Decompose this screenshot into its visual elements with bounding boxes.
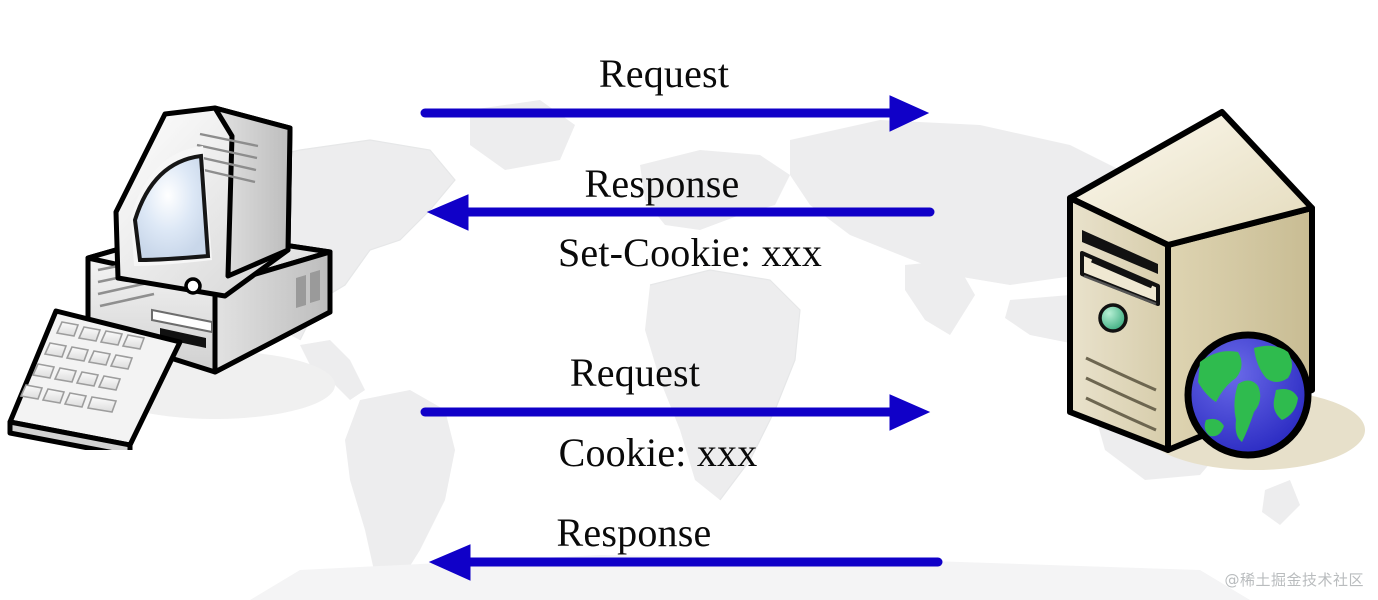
power-indicator-icon	[184, 277, 202, 295]
floppy-slot	[160, 328, 206, 348]
label-request-1: Request	[598, 51, 730, 96]
optical-drive-slot	[1082, 230, 1158, 274]
request-arrow-1	[420, 95, 930, 132]
server-power-led-icon	[1098, 303, 1128, 333]
client-computer	[7, 105, 335, 450]
globe-icon	[1184, 331, 1312, 459]
label-response-1: Response	[584, 161, 740, 206]
server-vents	[1085, 356, 1157, 432]
label-request-2: Request	[569, 350, 701, 395]
label-set-cookie: Set-Cookie: xxx	[557, 230, 823, 275]
monitor-screen	[132, 153, 211, 263]
site-watermark: @稀土掘金技术社区	[1224, 571, 1364, 589]
crt-monitor	[113, 105, 293, 299]
keyboard	[7, 308, 183, 450]
web-server	[1067, 109, 1365, 470]
label-response-2: Response	[556, 510, 712, 555]
label-cookie: Cookie: xxx	[558, 430, 758, 475]
request-arrow-2	[420, 394, 931, 431]
keyboard-keys	[19, 321, 146, 413]
